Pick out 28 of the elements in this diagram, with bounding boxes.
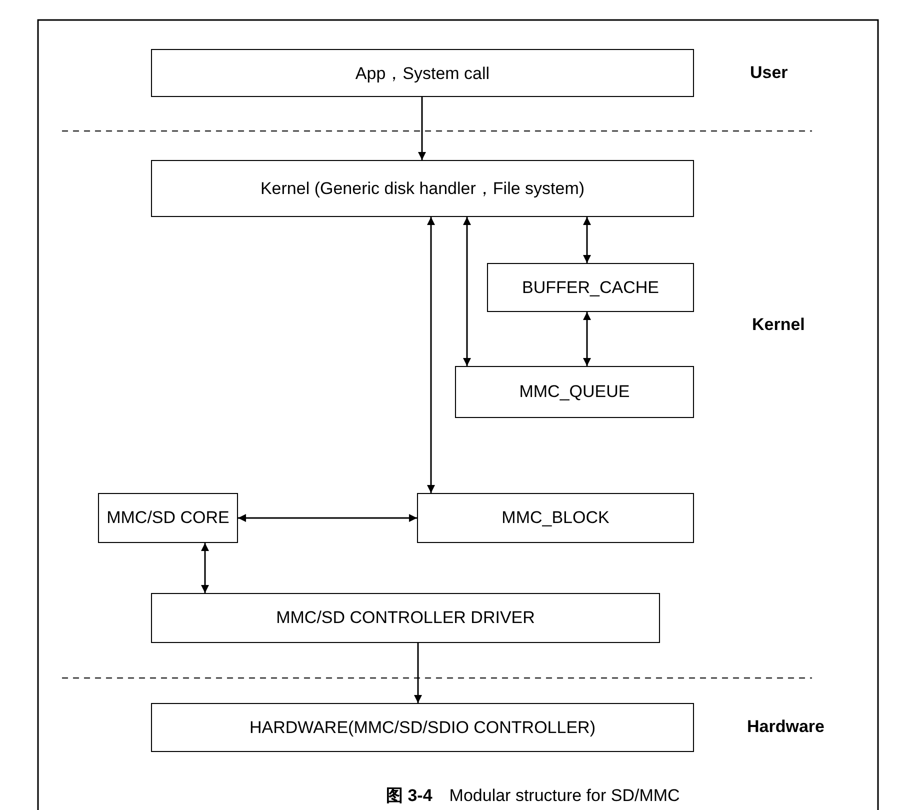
arrow (418, 97, 426, 160)
arrow (414, 643, 422, 703)
figure-caption: 图 3-4 Modular structure for SD/MMC (386, 785, 680, 807)
process-box (151, 593, 660, 643)
process-box (487, 263, 694, 312)
box-label: HARDWARE(MMC/SD/SDIO CONTROLLER) (250, 718, 596, 738)
box-label: Kernel (Generic disk handler，File system) (260, 178, 585, 200)
process-box (455, 366, 694, 418)
box-label: MMC/SD CORE (106, 508, 230, 528)
box-label: MMC_BLOCK (502, 508, 610, 528)
arrow (238, 514, 417, 522)
box-label: MMC_QUEUE (519, 382, 630, 402)
arrow (463, 217, 471, 366)
arrow (583, 312, 591, 366)
layer-label: Hardware (747, 717, 824, 737)
arrow (201, 543, 209, 593)
box-label: MMC/SD CONTROLLER DRIVER (276, 608, 535, 628)
arrow (583, 217, 591, 263)
process-box (151, 49, 694, 97)
process-box (98, 493, 238, 543)
layer-label: User (750, 63, 788, 83)
box-label: App，System call (355, 62, 490, 84)
process-box (151, 703, 694, 752)
arrow (427, 217, 435, 493)
layer-label: Kernel (752, 315, 805, 335)
box-label: BUFFER_CACHE (522, 278, 659, 298)
process-box (151, 160, 694, 217)
process-box (417, 493, 694, 543)
